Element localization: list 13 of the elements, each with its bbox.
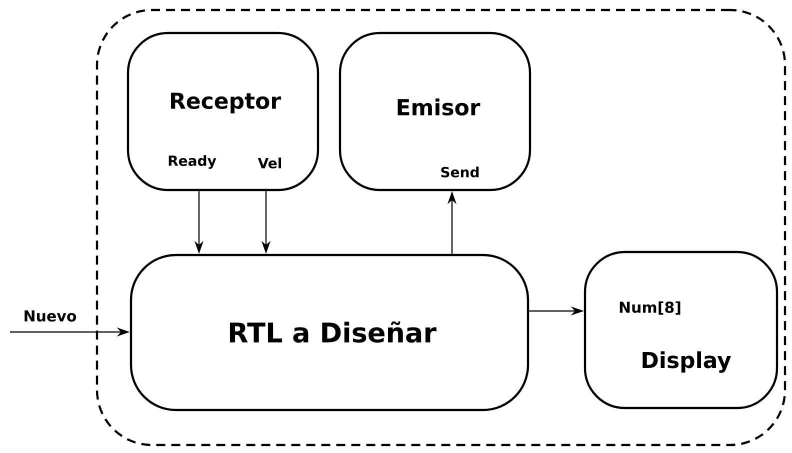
block-title: Emisor xyxy=(398,98,480,116)
block-box xyxy=(338,32,532,192)
block-title: Receptor xyxy=(171,92,281,114)
port-label: Send xyxy=(441,166,479,178)
block-box xyxy=(584,250,778,410)
block-box xyxy=(130,254,530,412)
edge-label: Nuevo xyxy=(24,310,76,322)
block-box xyxy=(126,32,320,192)
block-title: Display xyxy=(642,351,731,373)
port-label: Vel xyxy=(258,158,282,168)
block-title: RTL a Diseñar xyxy=(230,321,436,343)
port-label: Num[8] xyxy=(620,301,680,315)
port-label: Ready xyxy=(168,155,216,169)
